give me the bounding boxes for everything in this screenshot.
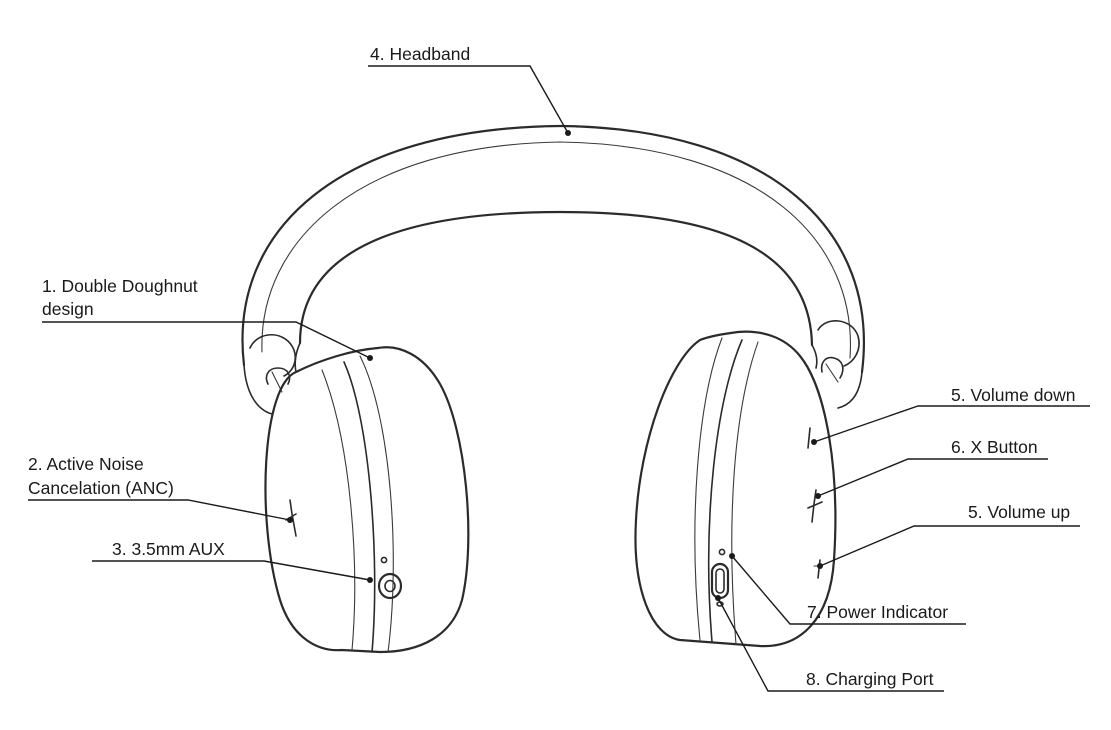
leader-charging-port: [717, 597, 944, 692]
leader-dot-charging-port: [715, 595, 721, 601]
left-hinge: [249, 334, 297, 393]
label-volume-down: 5. Volume down: [951, 385, 1076, 405]
left-ear-cup: [264, 346, 470, 654]
label-double-doughnut-line1: 1. Double Doughnut: [42, 276, 198, 296]
leader-headband: [368, 65, 569, 134]
label-volume-up: 5. Volume up: [968, 502, 1070, 522]
leader-volume-up: [819, 525, 1080, 567]
label-x-button: 6. X Button: [951, 437, 1038, 457]
right-hinge: [817, 320, 860, 383]
labels: 4. Headband 1. Double Doughnut design 2.…: [28, 44, 1076, 689]
leader-dot-headband: [565, 130, 571, 136]
leader-power-indicator: [731, 555, 966, 625]
label-double-doughnut-line2: design: [42, 299, 94, 319]
leader-double-doughnut: [42, 321, 371, 359]
leader-dot-volume-down: [811, 439, 817, 445]
label-anc-line1: 2. Active Noise: [28, 454, 144, 474]
leader-dot-aux: [367, 577, 373, 583]
leader-anc: [28, 499, 291, 521]
leader-dot-x-button: [815, 493, 821, 499]
label-headband: 4. Headband: [370, 44, 470, 64]
leader-x-button: [817, 458, 1048, 497]
leader-dot-volume-up: [817, 563, 823, 569]
label-aux: 3. 3.5mm AUX: [112, 539, 225, 559]
right-ear-cup: [634, 330, 837, 648]
leader-dot-double-doughnut: [367, 355, 373, 361]
leader-aux: [92, 560, 371, 581]
leader-dot-power-indicator: [729, 553, 735, 559]
label-charging-port: 8. Charging Port: [806, 669, 934, 689]
label-power-indicator: 7. Power Indicator: [807, 602, 948, 622]
leader-volume-down: [813, 405, 1090, 443]
leader-dot-anc: [287, 517, 293, 523]
headband: [241, 124, 865, 415]
label-anc-line2: Cancelation (ANC): [28, 478, 174, 498]
leader-lines: [28, 65, 1090, 692]
